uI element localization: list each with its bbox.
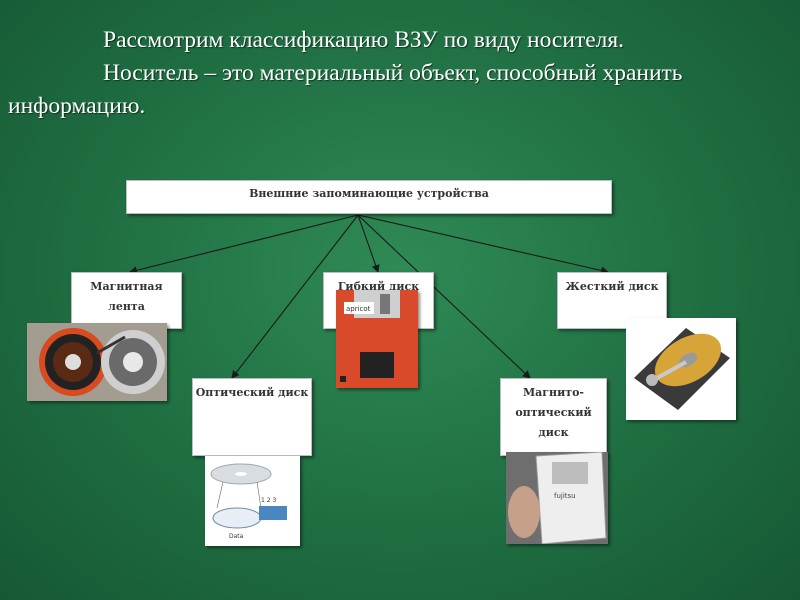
magnetic-tape-image [27,323,167,401]
node-optical-disk: Оптический диск [192,378,312,456]
arrow-to-magnetic-tape [129,214,359,275]
hard-disk-image [626,318,736,420]
arrow-to-optical-disk [231,214,359,379]
optical-numbers-label: 1 2 3 [261,497,276,504]
mo-disk-image: fujitsu [506,452,608,544]
root-node: Внешние запоминающие устройства [126,180,612,214]
intro-line-2: Носитель – это материальный объект, спос… [8,60,683,119]
node-magnetic-tape: Магнитная лента [71,272,182,329]
arrow-to-hard-disk [357,214,609,275]
node-mo-disk: Магнито-оптический диск [500,378,607,456]
floppy-brand-label: apricot [346,305,371,313]
floppy-disk-image: apricot [336,290,418,388]
optical-disk-image: 1 2 3 Data [205,456,300,546]
optical-caption-label: Data [229,533,244,540]
intro-text: Рассмотрим классификацию ВЗУ по виду нос… [8,24,788,123]
arrow-to-floppy-disk [357,214,380,273]
intro-line-1: Рассмотрим классификацию ВЗУ по виду нос… [103,27,625,53]
mo-brand-label: fujitsu [554,492,576,500]
arrow-to-mo-disk [357,214,531,379]
